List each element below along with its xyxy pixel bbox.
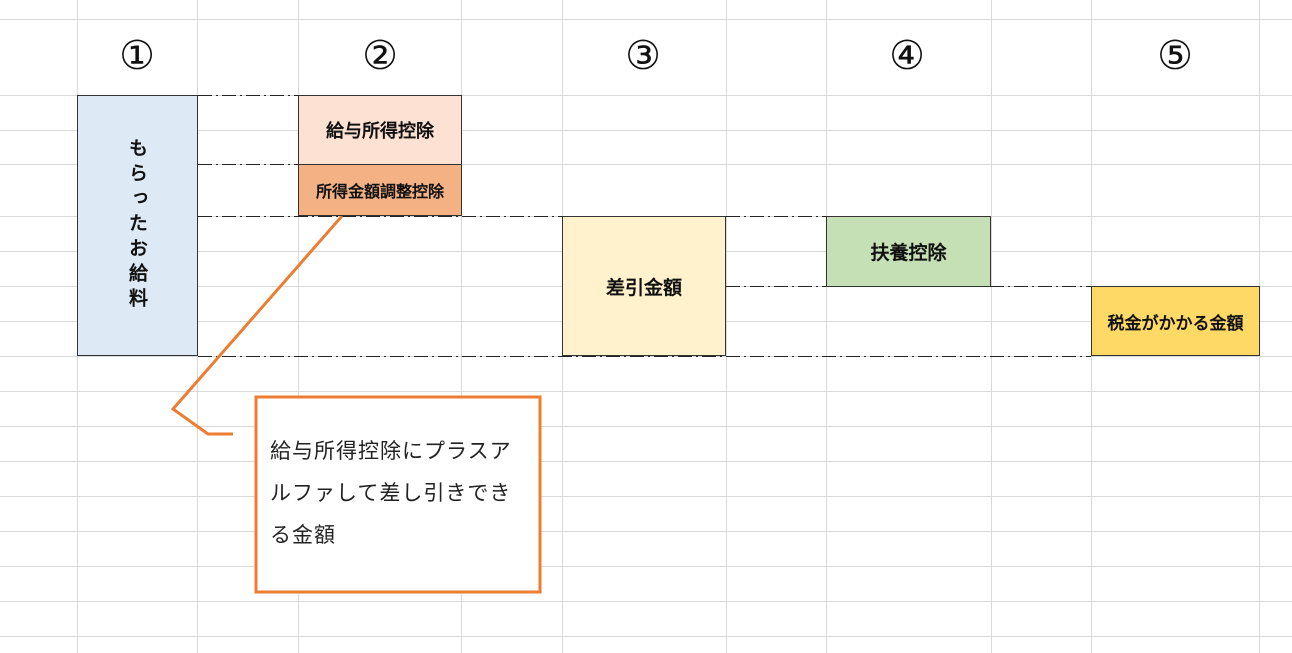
step-2-marker: ②	[362, 33, 398, 79]
taxable-amount-box: 税金がかかる金額	[1091, 286, 1260, 356]
employment-income-deduction-box: 給与所得控除	[298, 95, 462, 165]
net-amount-label: 差引金額	[605, 276, 682, 299]
taxable-amount-label: 税金がかかる金額	[1107, 313, 1244, 334]
step-1-marker: ①	[119, 33, 155, 79]
salary-box: もらったお給料	[77, 95, 198, 356]
step-4-marker: ④	[889, 33, 925, 79]
step-5-marker: ⑤	[1157, 33, 1193, 79]
dependent-deduction-box: 扶養控除	[826, 216, 991, 287]
salary-label: もらったお給料	[126, 138, 148, 313]
dependent-deduction-label: 扶養控除	[870, 242, 947, 264]
callout-text: 給与所得控除にプラスアルファして差し引きできる金額	[270, 439, 512, 547]
callout-pointer-line	[170, 215, 344, 436]
income-adjustment-deduction-box: 所得金額調整控除	[298, 164, 462, 216]
step-3-marker: ③	[625, 33, 661, 79]
net-amount-box: 差引金額	[562, 216, 726, 356]
callout-box	[254, 395, 542, 594]
employment-income-deduction-label: 給与所得控除	[326, 121, 434, 142]
income-adjustment-deduction-label: 所得金額調整控除	[315, 182, 444, 201]
